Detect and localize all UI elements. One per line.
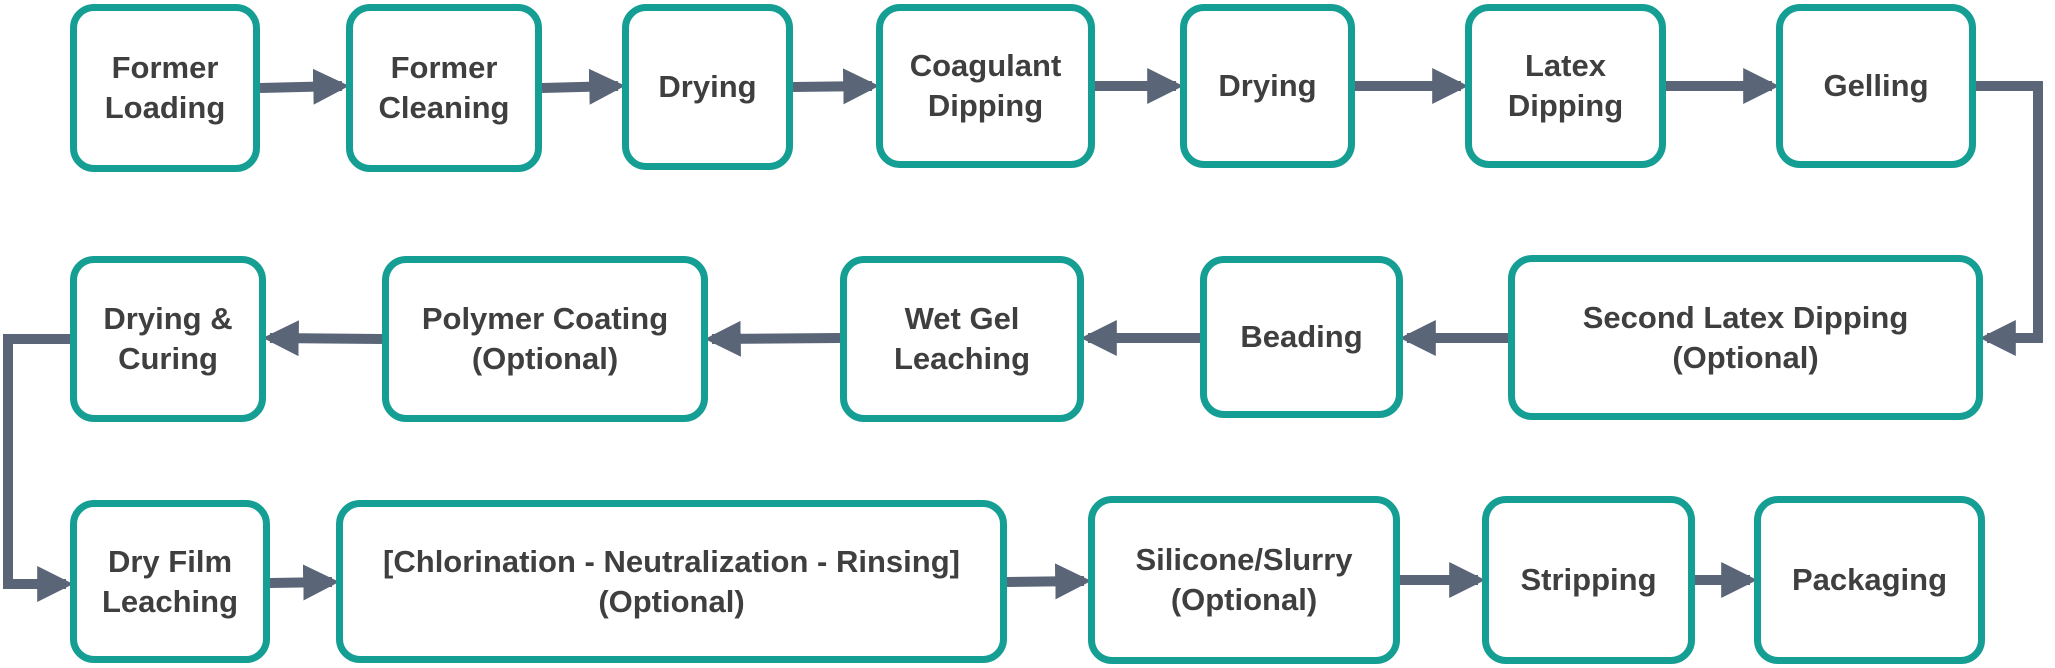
step-box-former-cleaning: Former Cleaning [346, 4, 542, 172]
step-box-drying-curing: Drying & Curing [70, 256, 266, 422]
step-label-stripping: Stripping [1520, 562, 1657, 597]
flow-arrow-chlorination-to-silicone-slurry [1006, 563, 1092, 600]
step-label-drying-curing: Drying & Curing [103, 301, 233, 376]
step-label-silicone-slurry: Silicone/Slurry (Optional) [1135, 542, 1353, 617]
flow-arrow-former-loading-to-former-cleaning [259, 68, 350, 105]
step-label-beading: Beading [1240, 319, 1363, 354]
step-box-former-loading: Former Loading [70, 4, 260, 172]
step-label-former-loading: Former Loading [104, 50, 226, 125]
step-label-latex-dipping: Latex Dipping [1507, 48, 1624, 123]
step-box-gelling: Gelling [1776, 4, 1976, 168]
step-label-polymer-coating: Polymer Coating (Optional) [421, 301, 669, 376]
step-box-drying-2: Drying [1180, 4, 1355, 168]
step-label-dry-film-leaching: Dry Film Leaching [101, 543, 239, 619]
step-box-second-latex-dipping: Second Latex Dipping (Optional) [1508, 255, 1983, 420]
step-label-gelling: Gelling [1823, 68, 1929, 103]
step-label-former-cleaning: Former Cleaning [378, 50, 510, 125]
step-box-dry-film-leaching: Dry Film Leaching [70, 500, 270, 663]
step-box-silicone-slurry: Silicone/Slurry (Optional) [1088, 496, 1400, 664]
step-label-drying-1: Drying [658, 69, 757, 104]
step-box-latex-dipping: Latex Dipping [1465, 4, 1666, 168]
step-label-coagulant-dipping: Coagulant Dipping [909, 48, 1062, 123]
flow-arrow-gelling-to-second-latex-dipping [1976, 81, 2043, 356]
flow-arrow-drying-1-to-coagulant-dipping [792, 68, 880, 105]
step-box-wet-gel-leaching: Wet Gel Leaching [840, 256, 1084, 422]
flow-arrow-wet-gel-leaching-to-polymer-coating [704, 320, 841, 357]
step-label-packaging: Packaging [1791, 562, 1948, 597]
flow-arrow-former-cleaning-to-drying-1 [541, 68, 626, 105]
step-box-coagulant-dipping: Coagulant Dipping [876, 4, 1095, 168]
step-label-drying-2: Drying [1218, 68, 1317, 103]
flow-arrow-drying-curing-to-dry-film-leaching [3, 334, 74, 602]
flow-arrow-dry-film-leaching-to-chlorination [269, 564, 340, 601]
step-box-beading: Beading [1200, 256, 1403, 418]
step-label-wet-gel-leaching: Wet Gel Leaching [893, 301, 1031, 376]
step-box-stripping: Stripping [1482, 496, 1695, 664]
flow-arrow-polymer-coating-to-drying-curing [262, 320, 383, 357]
step-label-chlorination: [Chlorination - Neutralization - Rinsing… [383, 543, 960, 619]
step-box-chlorination: [Chlorination - Neutralization - Rinsing… [336, 500, 1007, 663]
step-box-packaging: Packaging [1754, 496, 1985, 664]
step-box-drying-1: Drying [622, 4, 793, 170]
step-box-polymer-coating: Polymer Coating (Optional) [382, 256, 708, 422]
step-label-second-latex-dipping: Second Latex Dipping (Optional) [1582, 299, 1909, 375]
